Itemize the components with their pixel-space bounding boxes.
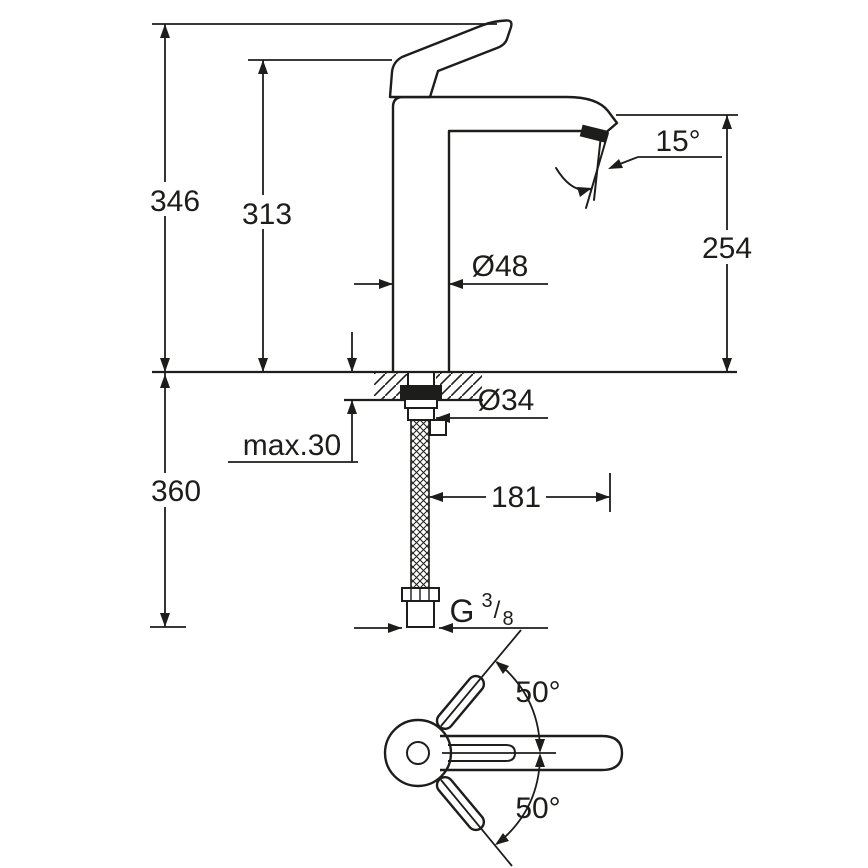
dim-upper-height-label: 313 — [242, 198, 292, 231]
counter-hatch-right — [436, 373, 482, 399]
flex-hose — [410, 419, 430, 589]
faucet-side-view — [388, 19, 619, 374]
body-circle-outer — [383, 718, 453, 788]
body-circle-inner — [406, 741, 430, 765]
dim-thread-label: G 3 / 8 — [450, 590, 514, 630]
thread-numerator: 3 — [481, 590, 492, 612]
dim-hole-diameter-label: Ø34 — [478, 384, 535, 417]
reference-diagonal-upper — [440, 629, 522, 727]
dim-max-deck-thickness-label: max.30 — [243, 429, 341, 462]
faucet-body-spout-outline — [391, 95, 619, 374]
spout-top-view — [440, 734, 624, 772]
dim-spout-projection-label: 181 — [491, 481, 541, 514]
dim-outlet-height-label: 254 — [702, 232, 752, 265]
stream-angle-arc — [555, 167, 591, 191]
counter-deck — [152, 370, 737, 402]
dim-swing-upper-label: 50° — [515, 676, 560, 709]
stream-line-angled — [585, 132, 609, 209]
handle-lever — [388, 19, 513, 99]
dim-body-diameter-label: Ø48 — [472, 250, 529, 283]
dim-total-height-label: 346 — [150, 185, 200, 218]
mounting-nut — [400, 385, 442, 400]
label-backgrounds — [147, 182, 757, 514]
thread-slash: / — [494, 597, 501, 624]
dimension-lines — [150, 23, 738, 629]
aerator-tip — [579, 124, 608, 143]
side-outlet — [429, 419, 447, 436]
mounting-washer — [404, 398, 438, 409]
hose-end-fitting — [406, 600, 435, 628]
mounting-and-hose — [400, 371, 447, 628]
dim-hose-length-label: 360 — [151, 475, 201, 508]
reference-diagonal-lower — [440, 779, 513, 867]
dim-spout-angle-label: 15° — [655, 125, 700, 158]
thread-prefix: G — [450, 593, 475, 629]
thread-denominator: 8 — [502, 608, 513, 630]
arrowheads — [160, 24, 732, 845]
dim-swing-lower-label: 50° — [515, 792, 560, 825]
